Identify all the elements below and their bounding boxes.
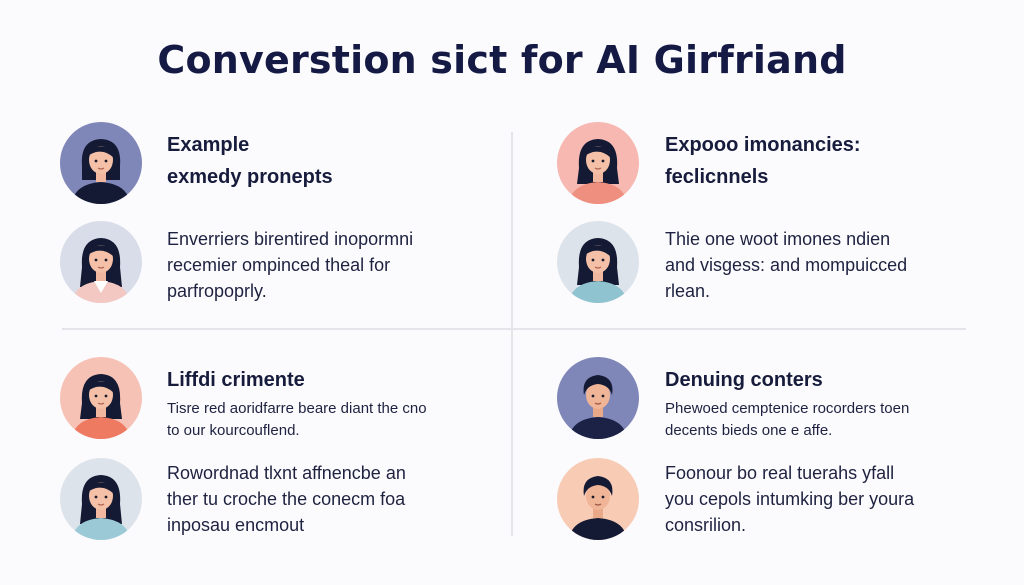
woman-avatar-icon [60, 458, 142, 540]
card-small-text: Phewoed cemptenice rocorders toen decent… [665, 400, 910, 439]
card-small-text: Tisre red aoridfarre beare diant the cno… [167, 400, 427, 439]
card-body-text: Foonour bo real tuerahs yfall you cepols… [665, 463, 915, 535]
woman-avatar-icon [557, 122, 639, 204]
card-heading: Denuing conters [665, 369, 823, 391]
woman-avatar-icon [60, 122, 142, 204]
card-body-text: Rowordnad tlxnt affnencbe an ther tu cro… [167, 463, 406, 535]
card-heading: Example exmedy pronepts [167, 134, 333, 188]
vertical-divider [511, 132, 513, 536]
card-heading: Liffdi crimente [167, 369, 305, 391]
horizontal-divider [62, 328, 966, 330]
card-heading: Expooo imonancies: feclicnnels [665, 134, 861, 188]
woman-avatar-icon [557, 221, 639, 303]
man-avatar-icon [557, 458, 639, 540]
woman-avatar-icon [60, 357, 142, 439]
man-avatar-icon [557, 357, 639, 439]
page-title: Converstion sict for AI Girfriand [157, 38, 847, 82]
card-body-text: Enverriers birentired inopormni recemier… [167, 229, 414, 301]
woman-avatar-icon [60, 221, 142, 303]
card-body-text: Thie one woot imones ndien and visgess: … [665, 229, 908, 301]
